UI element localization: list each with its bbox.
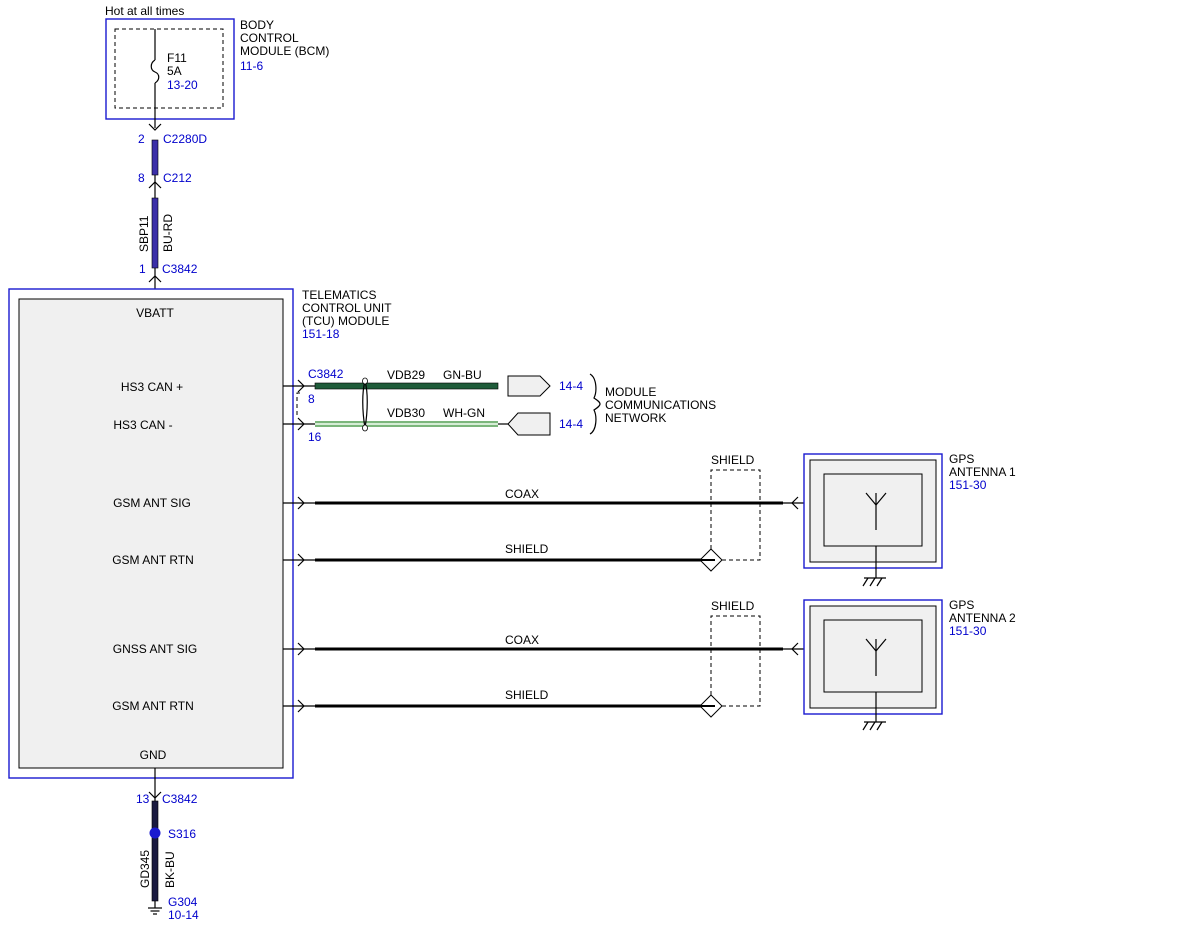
pin-gsm-ant-rtn-1: GSM ANT RTN	[112, 553, 194, 567]
network-ref-plus: 14-4	[559, 379, 583, 393]
tcu-name-line-2: CONTROL UNIT	[302, 301, 392, 315]
shield-box-2-label: SHIELD	[711, 599, 755, 613]
connector-c3842-gnd-icon	[148, 791, 162, 799]
wire-can-plus	[314, 382, 499, 390]
can-plus-color: GN-BU	[443, 368, 482, 382]
power-color-label: BU-RD	[161, 214, 175, 252]
c212-pin: 8	[138, 171, 145, 185]
wire-power-segment-1	[151, 139, 159, 176]
connector-gps2-sig-icon	[791, 642, 799, 656]
pin-gnss-ant-sig: GNSS ANT SIG	[113, 642, 197, 656]
gps-antenna-2-line-2: ANTENNA 2	[949, 611, 1016, 625]
gnss-coax-label: COAX	[505, 633, 539, 647]
c3842-top-label: C3842	[162, 262, 198, 276]
connector-gsm-rtn-icon	[297, 553, 305, 567]
fuse-icon	[150, 29, 160, 128]
gps-antenna-1-line-2: ANTENNA 1	[949, 465, 1016, 479]
power-note: Hot at all times	[105, 4, 184, 18]
connector-gps1-sig-icon	[791, 496, 799, 510]
can-minus-circuit: VDB30	[387, 406, 425, 420]
network-line-3: NETWORK	[605, 411, 666, 425]
c212-label: C212	[163, 171, 192, 185]
pin-gsm-ant-rtn-2: GSM ANT RTN	[112, 699, 194, 713]
network-line-1: MODULE	[605, 385, 656, 399]
pin-gnd: GND	[140, 748, 167, 762]
connector-can-plus-icon	[297, 379, 305, 393]
can-minus-pin: 16	[308, 430, 322, 444]
can-plus-pin: 8	[308, 392, 315, 406]
c3842-gnd-pin: 13	[136, 792, 150, 806]
bcm-name-line-2: CONTROL	[240, 31, 299, 45]
wire-power-segment-2	[151, 197, 159, 269]
gsm-shield-label: SHIELD	[505, 542, 549, 556]
can-minus-terminal-icon	[507, 412, 551, 436]
chassis-ground-1-icon	[862, 577, 886, 587]
ground-circuit-label: GD345	[138, 850, 152, 888]
shield-box-1	[710, 469, 761, 561]
gps-antenna-2-ref: 151-30	[949, 624, 987, 638]
gnss-shield-label: SHIELD	[505, 688, 549, 702]
connector-gsm-rtn-2-icon	[297, 699, 305, 713]
connector-gsm-sig-icon	[297, 496, 305, 510]
wire-ground	[151, 800, 159, 902]
fuse-ref: 13-20	[167, 78, 198, 92]
bcm-name-line-1: BODY	[240, 18, 274, 32]
fuse-name: F11	[167, 51, 187, 65]
shield-box-1-label: SHIELD	[711, 453, 755, 467]
ground-ref: 10-14	[168, 908, 199, 922]
bcm-module-box	[105, 18, 235, 120]
connector-gnss-sig-icon	[297, 642, 305, 656]
ground-color-label: BK-BU	[163, 851, 177, 888]
gsm-coax-label: COAX	[505, 487, 539, 501]
tcu-name-line-1: TELEMATICS	[302, 288, 376, 302]
shield-box-2	[710, 615, 761, 707]
antenna-2-icon	[865, 638, 887, 676]
pin-vbatt: VBATT	[136, 306, 174, 320]
connector-c2280d-icon	[148, 123, 162, 131]
network-line-2: COMMUNICATIONS	[605, 398, 716, 412]
tcu-inner-box	[18, 298, 284, 769]
network-ref-minus: 14-4	[559, 417, 583, 431]
pin-gsm-ant-sig: GSM ANT SIG	[113, 496, 191, 510]
connector-can-minus-icon	[297, 417, 305, 431]
pin-hs3-can-plus: HS3 CAN +	[121, 380, 183, 394]
c2280d-pin: 2	[138, 132, 145, 146]
antenna-1-icon	[865, 492, 887, 530]
bcm-ref: 11-6	[240, 59, 263, 73]
can-minus-color: WH-GN	[443, 406, 485, 420]
wire-can-minus	[315, 421, 498, 427]
fuse-rating: 5A	[167, 64, 182, 78]
can-plus-terminal-icon	[507, 375, 551, 397]
power-circuit-label: SBP11	[137, 215, 151, 252]
bcm-name-line-3: MODULE (BCM)	[240, 44, 329, 58]
splice-s316-icon	[149, 827, 161, 839]
gps-antenna-2-line-1: GPS	[949, 598, 974, 612]
tcu-name-line-3: (TCU) MODULE	[302, 314, 389, 328]
ground-symbol-icon	[148, 907, 162, 915]
gps-antenna-1-ref: 151-30	[949, 478, 987, 492]
ground-point-label: G304	[168, 895, 198, 909]
can-connector-label: C3842	[308, 367, 344, 381]
c2280d-label: C2280D	[163, 132, 207, 146]
pin-hs3-can-minus: HS3 CAN -	[113, 418, 172, 432]
brace-icon	[589, 373, 601, 435]
tcu-ref: 151-18	[302, 327, 340, 341]
bcm-fuse-box	[114, 28, 224, 109]
chassis-ground-2-icon	[862, 721, 886, 731]
can-plus-circuit: VDB29	[387, 368, 425, 382]
c3842-gnd-label: C3842	[162, 792, 198, 806]
gps-antenna-1-line-1: GPS	[949, 452, 974, 466]
splice-label: S316	[168, 827, 196, 841]
c3842-top-pin: 1	[139, 262, 146, 276]
